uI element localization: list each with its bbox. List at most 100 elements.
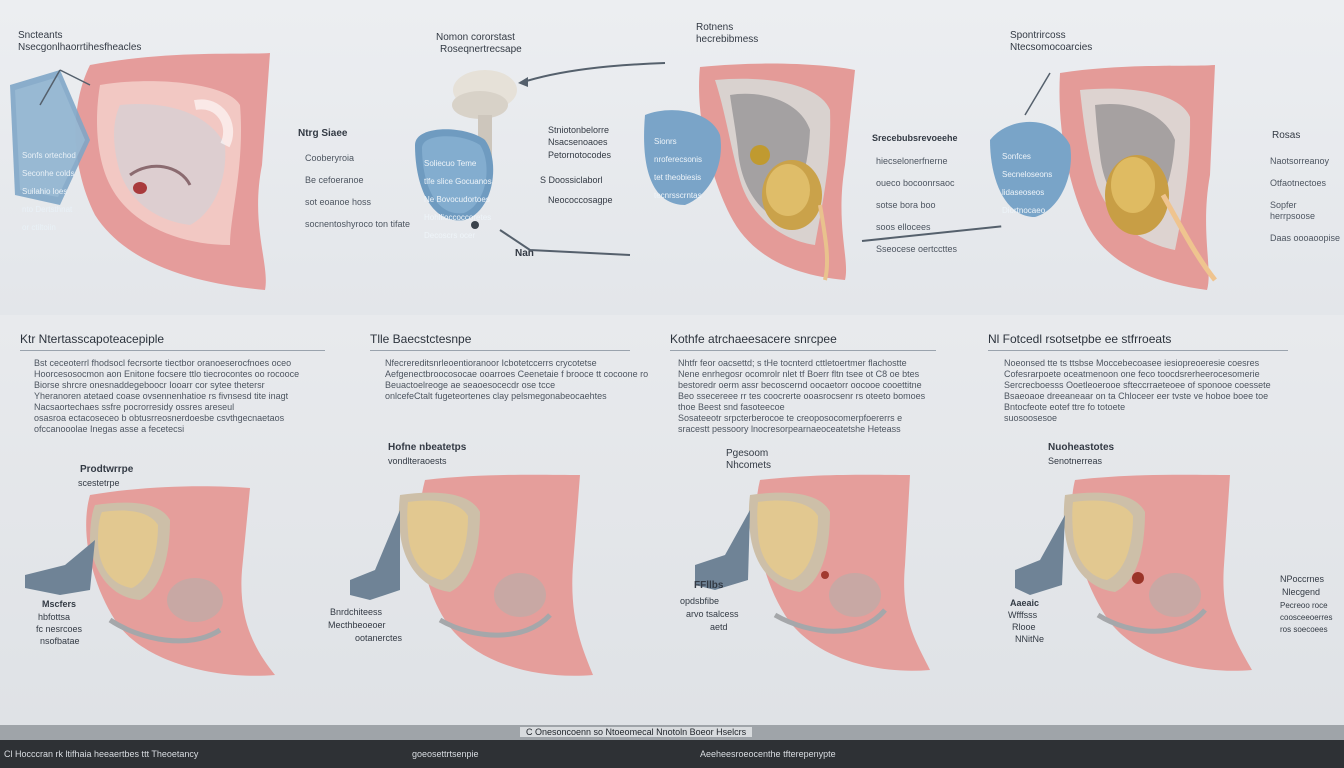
section1-caption-title: Prodtwrrpe	[80, 464, 134, 475]
panel4-right-text: Naotsorreanoy Otfaotnectoes Sopfer herrp…	[1270, 145, 1344, 255]
section4-caption-sub: Senotnerreas	[1048, 456, 1103, 466]
panel2-balloon-line: Soliecuo Teme	[424, 159, 477, 168]
panel2-balloon-line: Hohllioccoccoretes	[424, 213, 492, 222]
panel1-balloon-line: Seconhe colds	[22, 169, 75, 178]
panel3-balloon-line: Sionrs	[654, 137, 677, 146]
panel4-balloon-line: Secneloseons	[1002, 170, 1053, 179]
panel4-balloon-line: Diortnocaeo	[1002, 206, 1046, 215]
section3-joint-illustration	[695, 474, 930, 671]
panel2-right-label: Neococcosagpe	[548, 195, 613, 205]
section4-left-label: Wfffsss	[1008, 610, 1038, 620]
panel2-right-label: Petornotocodes	[548, 150, 612, 160]
section2-text: Nfecrereditsnrleoentioranoor Icbotetccer…	[385, 358, 649, 401]
panel2-organ-illustration	[415, 70, 517, 229]
panel4-subtitle: Ntecsomocoarcies	[1010, 42, 1093, 53]
section3-left-label: arvo tsalcess	[686, 609, 739, 619]
section1-left-label: hbfottsa	[38, 612, 71, 622]
section3-left-label: aetd	[710, 622, 728, 632]
panel4-balloon-line: Sonfces	[1002, 152, 1031, 161]
panel2-balloon-line: Ne Bovocudortoes	[424, 195, 490, 204]
panel3-right-line: hiecselonerfnerne	[876, 156, 948, 166]
panel2-side-line: sot eoanoe hoss	[305, 197, 372, 207]
panel1-balloon-line: Sonfs ortechod	[22, 151, 76, 160]
section3-caption-sub: Nhcomets	[726, 460, 772, 471]
section4-right-label: NPoccrnes	[1280, 574, 1325, 584]
section2-left-label: ootanerctes	[355, 633, 403, 643]
panel2-foot-label: Nan	[515, 248, 534, 259]
panel4-right-line: Otfaotnectoes	[1270, 178, 1327, 188]
panel2-title: Nomon cororstast	[436, 32, 515, 43]
panel4-right-line: Sopfer herrpsoose	[1270, 200, 1316, 221]
section2-left-label: Bnrdchiteess	[330, 607, 383, 617]
footer-caption: C Onesoncoenn so Ntoeomecal Nnotoln Boeo…	[520, 727, 753, 737]
panel2-balloon-text: Soliecuo Teme tlfe slice Gocuanos Ne Bov…	[424, 150, 492, 249]
panel3-right-line: oueco bocoonrsaoc	[876, 178, 955, 188]
panel3-right-title: Srecebubsrevoeehe	[872, 133, 958, 143]
panel3-anatomy-illustration	[644, 63, 855, 281]
footer-center-text: goeosettrtsenpie	[412, 749, 479, 759]
footer-right-text: Aeeheesroeocenthe tfterepenypte	[700, 749, 836, 759]
panel3-balloon-line: tet theobiesis	[654, 173, 702, 182]
section2-heading: Tlle Baecstctesnpe	[370, 332, 630, 351]
panel4-balloon-line: lidaseoseos	[1002, 188, 1045, 197]
panel1-balloon-text: Sonfs ortechod Seconhe colds Suilahio lo…	[22, 142, 76, 241]
panel3-right-line: Sseocese oertccttes	[876, 244, 958, 254]
section4-right-label: coosceeoerres	[1280, 613, 1333, 622]
section3-left-label: FFllbs	[694, 580, 724, 591]
panel1-anatomy-illustration	[10, 53, 270, 290]
section3-left-label: opdsbfibe	[680, 596, 720, 606]
footer-bar: Cl Hocccran rk ltifhaia heeaertbes ttt T…	[0, 740, 1344, 768]
panel2-balloon-line: tlfe slice Gocuanos	[424, 177, 492, 186]
section3-heading: Kothfe atrchaeesacere snrcpee	[670, 332, 936, 351]
panel1-balloon-line: Suilahio loes	[22, 187, 68, 196]
panel2-right-label: Stniotonbelorre	[548, 125, 610, 135]
panel3-title: Rotnens	[696, 22, 734, 33]
section1-caption-sub: scestetrpe	[78, 478, 120, 488]
panel3-balloon-line: nroferecsonis	[654, 155, 703, 164]
section2-left-label: Mecthbeoeoer	[328, 620, 386, 630]
panel4-balloon-text: Sonfces Secneloseons lidaseoseos Diortno…	[1002, 143, 1052, 224]
section4-text: Noeonsed tte ts ttsbse Moccebecoasee ies…	[1004, 358, 1271, 423]
section3-caption-title: Pgesoom	[726, 448, 769, 459]
panel2-side-text: Cooberyroia Be cefoeranoe sot eoanoe hos…	[305, 142, 410, 241]
section4-joint-illustration	[1015, 474, 1252, 671]
panel2-connector-lines	[499, 62, 666, 256]
section4-caption-title: Nuoheastotes	[1048, 442, 1115, 453]
section4-right-label: ros soecoees	[1280, 625, 1328, 634]
section1-left-label: Mscfers	[42, 599, 77, 609]
section4-left-label: NNitNe	[1015, 634, 1045, 644]
panel4-right-line: Daas oooaoopise	[1270, 233, 1341, 243]
panel2-balloon-line: Decoscrs ocer	[424, 231, 476, 240]
panel1-title: Sncteants	[18, 30, 63, 41]
panel4-right-title: Rosas	[1272, 130, 1301, 141]
panel4-right-line: Naotsorreanoy	[1270, 156, 1330, 166]
section4-heading: Nl Fotcedl rsotsetpbe ee stfrroeats	[988, 332, 1288, 351]
footer-left-text: Cl Hocccran rk ltifhaia heeaertbes ttt T…	[4, 749, 199, 759]
panel2-side-line: socnentoshyroco ton tifate	[305, 219, 411, 229]
section1-heading: Ktr Ntertasscapoteacepiple	[20, 332, 325, 351]
panel1-balloon-line: or ctiltoiin	[22, 223, 56, 232]
panel2-side-line: Be cefoeranoe	[305, 175, 364, 185]
panel3-subtitle: hecrebibmess	[696, 34, 759, 45]
panel3-balloon-text: Sionrs nroferecsonis tet theobiesis tecn…	[654, 128, 702, 209]
section1-text: Bst ceceoterrl fhodsocl fecrsorte tiectb…	[34, 358, 300, 434]
section1-left-label: fc nesrcoes	[36, 624, 83, 634]
section2-joint-illustration	[350, 474, 593, 676]
section1-left-label: nsofbatae	[40, 636, 80, 646]
section2-caption-title: Hofne nbeatetps	[388, 442, 467, 453]
section4-left-label: Rlooe	[1012, 622, 1036, 632]
panel1-balloon-line: nto Dertsthnat	[22, 205, 73, 214]
section2-caption-sub: vondlteraoests	[388, 456, 447, 466]
panel4-anatomy-illustration	[990, 65, 1217, 290]
panel2-right-label: S Doossiclaborl	[540, 175, 603, 185]
panel3-right-line: sotse bora boo	[876, 200, 936, 210]
section1-joint-illustration	[25, 486, 275, 676]
section4-left-label: Aaeaic	[1010, 598, 1040, 608]
panel2-subtitle: Roseqnertrecsape	[440, 44, 522, 55]
panel3-right-text: hiecselonerfnerne oueco bocoonrsaoc sots…	[876, 145, 957, 266]
section3-text: Nhtfr feor oacsettd; s tHe tocnterd cttl…	[678, 358, 926, 434]
panel2-right-label: Nsacsenoaoes	[548, 137, 608, 147]
panel2-side-title: Ntrg Siaee	[298, 128, 348, 139]
panel3-right-line: soos ellocees	[876, 222, 931, 232]
panel4-title: Spontrircoss	[1010, 30, 1066, 41]
